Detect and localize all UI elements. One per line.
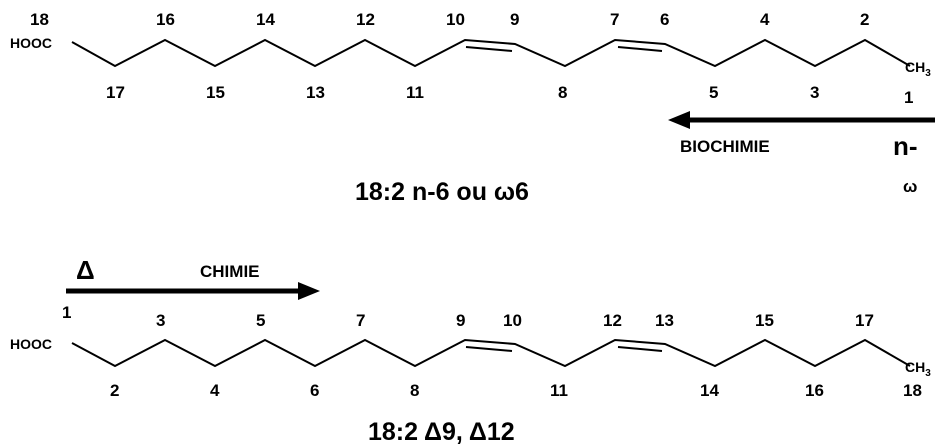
n-minus-label: n- <box>893 131 918 161</box>
bottom-carbon-number: 2 <box>110 381 119 400</box>
top-double-bond-9-10 <box>465 46 513 52</box>
bottom-carbon-number: 9 <box>456 311 465 330</box>
top-upper-numbers: 18 16 14 12 10 9 7 6 4 2 <box>30 10 869 29</box>
top-carbon-number: 15 <box>206 83 225 102</box>
top-carbon-number: 2 <box>860 10 869 29</box>
top-molecule: HOOC CH3 18 16 14 12 10 9 7 6 4 2 17 15 … <box>10 10 935 206</box>
bottom-molecule: Δ CHIMIE 1 HOOC CH3 3 5 7 9 10 12 13 15 … <box>10 255 931 446</box>
top-lower-numbers: 17 15 13 11 8 5 3 1 <box>106 83 913 107</box>
bottom-carbon-number: 7 <box>356 311 365 330</box>
top-carbon-number: 12 <box>356 10 375 29</box>
top-carbon-number: 7 <box>610 10 619 29</box>
bottom-carbon-number: 8 <box>410 381 419 400</box>
top-carbon-number: 10 <box>446 10 465 29</box>
biochimie-label: BIOCHIMIE <box>680 137 770 156</box>
bottom-ch3-group: CH3 <box>905 359 931 379</box>
top-carbon-number: 1 <box>904 88 913 107</box>
top-carbon-number: 5 <box>709 83 718 102</box>
bottom-lower-numbers: 2 4 6 8 11 14 16 18 <box>110 381 922 400</box>
bottom-carbon-number: 13 <box>655 311 674 330</box>
biochimie-arrowhead <box>668 111 690 129</box>
top-carbon-number: 14 <box>256 10 275 29</box>
bottom-carbon-number: 16 <box>805 381 824 400</box>
bottom-carbon-number: 6 <box>310 381 319 400</box>
delta-label: Δ <box>76 255 95 285</box>
bottom-carbon-number: 4 <box>210 381 220 400</box>
bottom-cooh-group: HOOC <box>10 336 52 352</box>
top-carbon-number: 11 <box>406 83 424 102</box>
omega-label: ω <box>903 177 917 196</box>
top-carbon-number: 6 <box>660 10 669 29</box>
top-ch3-group: CH3 <box>905 59 931 79</box>
top-carbon-number: 13 <box>306 83 325 102</box>
bottom-carbon-chain <box>71 338 911 368</box>
bottom-carbon-number: 10 <box>503 311 522 330</box>
top-carbon-chain <box>71 38 911 68</box>
bottom-formula: 18:2 Δ9, Δ12 <box>368 418 515 446</box>
bottom-carbon-number: 5 <box>256 311 265 330</box>
bottom-carbon-number: 17 <box>855 311 874 330</box>
bottom-upper-numbers: 3 5 7 9 10 12 13 15 17 <box>156 311 874 330</box>
bottom-carbon-number: 3 <box>156 311 165 330</box>
bottom-carbon-number: 14 <box>700 381 719 400</box>
top-formula: 18:2 n-6 ou ω6 <box>355 178 529 206</box>
top-double-bond-6-7 <box>617 46 663 52</box>
top-carbon-number: 18 <box>30 10 49 29</box>
top-cooh-group: HOOC <box>10 35 52 51</box>
top-carbon-number: 16 <box>156 10 175 29</box>
chimie-arrowhead <box>298 282 320 300</box>
bottom-carbon-number: 12 <box>603 311 622 330</box>
bottom-double-bond-12-13 <box>617 346 663 352</box>
top-carbon-number: 9 <box>510 10 519 29</box>
bottom-carbon-number: 18 <box>903 381 922 400</box>
top-carbon-number: 8 <box>558 83 567 102</box>
bottom-carbon-number: 15 <box>755 311 774 330</box>
top-carbon-number: 17 <box>106 83 125 102</box>
top-carbon-number: 4 <box>760 10 770 29</box>
bottom-carbon-number: 11 <box>550 381 568 400</box>
top-carbon-number: 3 <box>810 83 819 102</box>
bottom-start-number: 1 <box>62 303 71 322</box>
chimie-label: CHIMIE <box>200 262 260 281</box>
bottom-double-bond-9-10 <box>465 346 513 352</box>
